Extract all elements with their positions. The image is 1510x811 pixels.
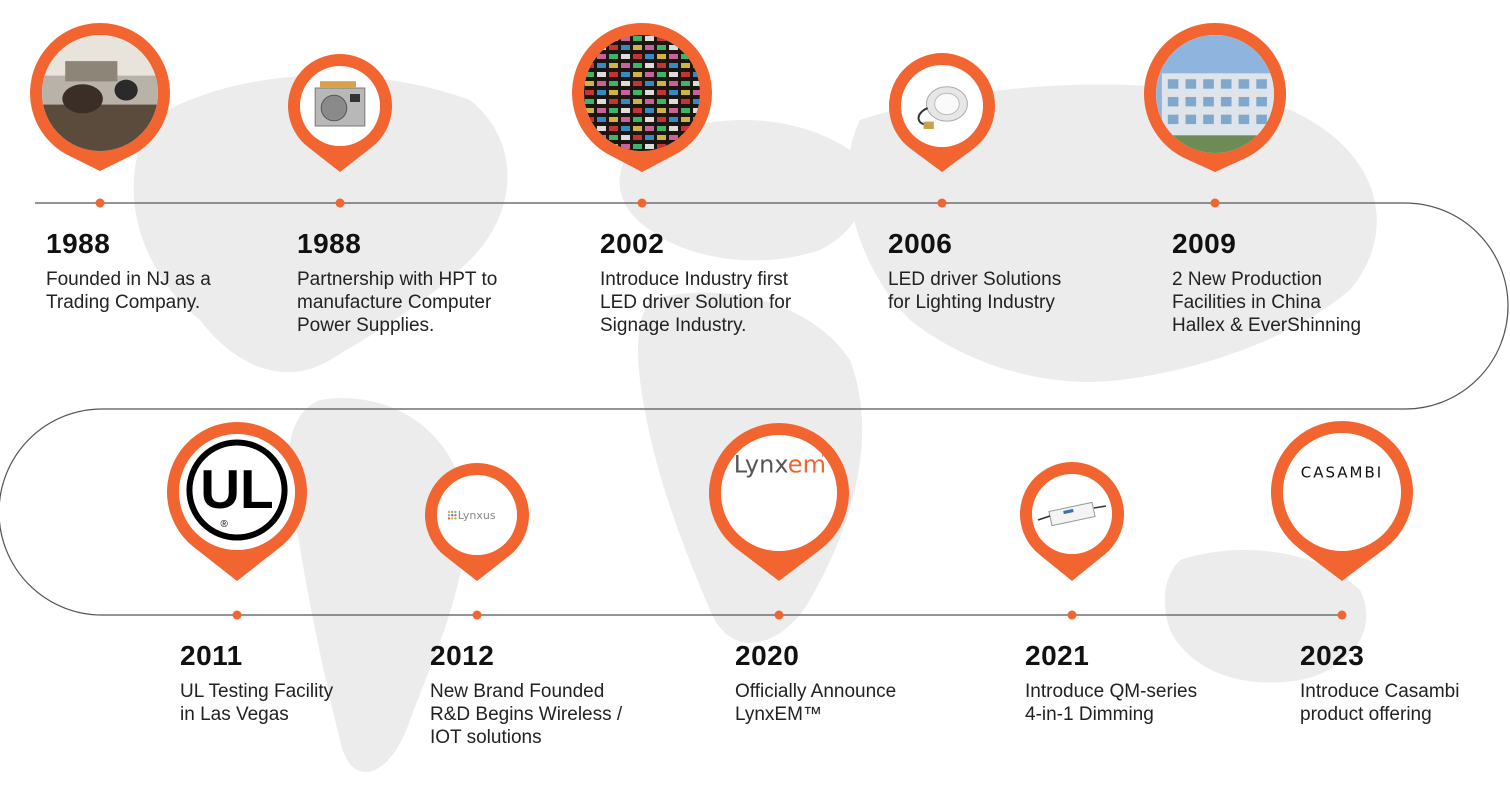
casambi-logo-text: CASAMBI	[1301, 463, 1383, 481]
event-description-line: Hallex & EverShinning	[1172, 315, 1362, 336]
event-year: 1988	[297, 228, 362, 259]
timeline-track	[0, 202, 1509, 616]
led-driver-photo-icon	[1032, 474, 1112, 554]
event-description-line: IOT solutions	[430, 727, 542, 748]
timeline-dot	[232, 610, 242, 620]
map-pin-2006	[889, 53, 995, 173]
timeline-dot	[335, 198, 345, 208]
map-pin-2020: LynxemTM	[709, 423, 849, 581]
map-pin-2002	[572, 22, 713, 173]
event-year: 2012	[430, 640, 495, 671]
event-description-line: 2 New Production	[1172, 269, 1322, 290]
downlight-photo-icon	[901, 65, 983, 147]
ul-logo-icon: UL®	[179, 434, 295, 550]
map-pin-2009	[1143, 22, 1286, 172]
event-year: 2021	[1025, 640, 1090, 671]
timeline-dot	[1067, 610, 1077, 620]
event-description-line: New Brand Founded	[430, 681, 605, 702]
event-description-line: LED driver Solution for	[600, 292, 792, 313]
lynxus-logo-text: Lynxus	[458, 509, 496, 522]
timeline-dot	[1210, 198, 1220, 208]
casambi-logo-icon: CASAMBI	[1283, 433, 1401, 551]
event-year: 2023	[1300, 640, 1365, 671]
lynxus-logo-icon: Lynxus	[437, 475, 517, 555]
event-year: 2020	[735, 640, 800, 671]
event-year: 2011	[180, 640, 243, 671]
event-description-line: manufacture Computer	[297, 292, 492, 313]
event-year: 2009	[1172, 228, 1237, 259]
event-description-line: in Las Vegas	[180, 704, 289, 725]
timeline-dot	[937, 198, 947, 208]
event-description-line: Power Supplies.	[297, 315, 435, 336]
timeline-dot	[1337, 610, 1347, 620]
event-description-line: UL Testing Facility	[180, 681, 334, 702]
timeline-dot	[95, 198, 105, 208]
map-pin-1988	[288, 54, 392, 172]
event-description-line: for Lighting Industry	[888, 292, 1055, 313]
event-description-line: Officially Announce	[735, 681, 897, 702]
event-description-line: LynxEM™	[735, 704, 822, 725]
map-pin-2023: CASAMBI	[1270, 420, 1413, 581]
event-description-line: Signage Industry.	[600, 315, 747, 336]
lynxem-logo-text: Lynxem	[734, 451, 826, 479]
event-description-line: Introduce Casambi	[1300, 681, 1460, 702]
event-description-line: Introduce Industry first	[600, 269, 788, 290]
map-pin-2011: UL®	[167, 422, 307, 581]
event-description-line: LED driver Solutions	[888, 269, 1062, 290]
map-pin-2012: Lynxus	[424, 463, 529, 581]
event-description-line: Facilities in China	[1172, 292, 1321, 313]
timeline-pins: UL® Lynxus LynxemTM CASAMBI	[30, 22, 1413, 581]
event-year: 2002	[600, 228, 665, 259]
event-description-line: R&D Begins Wireless /	[430, 704, 623, 725]
timeline-dot	[774, 610, 784, 620]
event-description-line: 4-in-1 Dimming	[1025, 704, 1154, 725]
map-pin-2021	[1019, 462, 1125, 581]
factory-photo-icon	[1156, 35, 1274, 153]
map-pin-1988	[30, 22, 171, 172]
timeline-dots	[95, 198, 1347, 620]
event-description-line: Trading Company.	[46, 292, 201, 313]
power-supply-photo-icon	[300, 66, 380, 146]
event-description-line: Partnership with HPT to	[297, 269, 498, 290]
ul-registered-mark: ®	[221, 519, 229, 530]
event-description-line: product offering	[1300, 704, 1432, 725]
event-description-line: Introduce QM-series	[1025, 681, 1198, 702]
lynxem-logo-icon: LynxemTM	[721, 435, 837, 551]
timeline-dot	[637, 198, 647, 208]
event-year: 2006	[888, 228, 953, 259]
timeline-dot	[472, 610, 482, 620]
office-photo-icon	[42, 35, 158, 151]
event-description-line: Founded in NJ as a	[46, 269, 211, 290]
event-year: 1988	[46, 228, 111, 259]
signage-photo-icon	[584, 35, 700, 151]
ul-logo-text: UL	[200, 458, 273, 520]
